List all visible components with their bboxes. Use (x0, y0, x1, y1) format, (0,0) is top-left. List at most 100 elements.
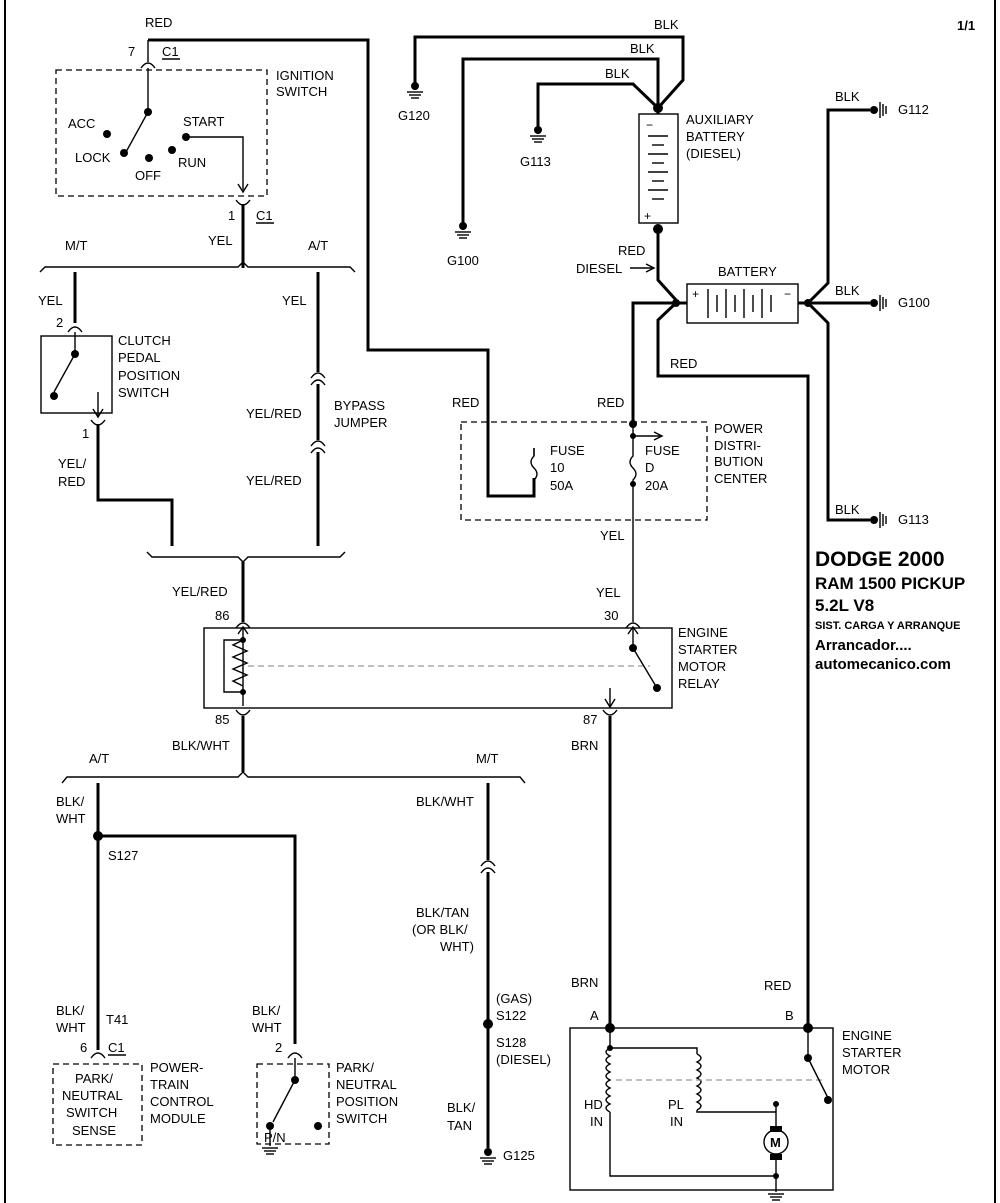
fuse10-label-2: 10 (550, 460, 564, 475)
clutch-label-1: CLUTCH (118, 333, 171, 348)
engine-starter-motor: BRN BRN RED A B HD IN PL IN M (569, 716, 901, 1201)
pin-6: 6 (80, 1040, 87, 1055)
ground-g113-top: G113 (520, 154, 551, 169)
pn-switch-label-3: POSITION (336, 1094, 398, 1109)
title-website: automecanico.com (815, 656, 951, 673)
title-system: SIST. CARGA Y ARRANQUE (815, 620, 960, 632)
bypass-jumper: YEL YEL/RED YEL/RED BYPASS JUMPER (246, 272, 387, 546)
wire-label-blkwht-a1: BLK/ (56, 794, 85, 809)
wire-label-yelred-relay: YEL/RED (172, 584, 228, 599)
aux-battery-grounds: BLK BLK BLK G120 G113 G100 (398, 17, 685, 268)
pin-86: 86 (215, 608, 229, 623)
wire-label-yel-30: YEL (596, 585, 621, 600)
pin-2-clutch: 2 (56, 315, 63, 330)
pn-switch-label-1: PARK/ (336, 1060, 374, 1075)
pcm-label-2: TRAIN (150, 1077, 189, 1092)
position-acc: ACC (68, 116, 95, 131)
wire-label-yelred-b2: YEL/RED (246, 473, 302, 488)
wire-label-blk3: BLK (605, 66, 630, 81)
ground-g125: G125 (503, 1148, 535, 1163)
pn-position-label: P/N (264, 1130, 286, 1145)
wire-label-yelred-c1: YEL/ (58, 456, 87, 471)
wire-label-blk-g113: BLK (835, 502, 860, 517)
neutral-safety-circuit: BLK/WHT A/T M/T BLK/ WHT S127 BLK/ WHT T… (52, 716, 551, 1165)
hd-label-2: IN (590, 1114, 603, 1129)
relay-label-1: ENGINE (678, 625, 728, 640)
battery-label: BATTERY (718, 264, 777, 279)
power-distribution-center: RED RED FUSE 10 50A FUSE D 20A POWER DIS… (452, 395, 767, 622)
connector-c1-pcm: C1 (108, 1040, 125, 1055)
pl-label-2: IN (670, 1114, 683, 1129)
pl-label-1: PL (668, 1097, 684, 1112)
aux-minus-sign: − (646, 118, 653, 132)
wire-label-blkwht-m: BLK/WHT (416, 794, 474, 809)
clutch-label-3: POSITION (118, 368, 180, 383)
pcm-label-1: POWER- (150, 1060, 203, 1075)
wire-label-red-diesel: RED (618, 243, 645, 258)
relay-label-4: RELAY (678, 676, 720, 691)
wire-label-red-fuse10: RED (452, 395, 479, 410)
wire-label-blkwht-pcm2: WHT (56, 1020, 86, 1035)
pn-sense-label-1: PARK/ (75, 1071, 113, 1086)
position-run: RUN (178, 155, 206, 170)
pn-sense-label-4: SENSE (72, 1123, 116, 1138)
ignition-switch-label-1: IGNITION (276, 68, 334, 83)
pin-87: 87 (583, 712, 597, 727)
relay-label-3: MOTOR (678, 659, 726, 674)
mt-at-branch-top: M/T A/T (39, 238, 356, 273)
wire-label-brn-87: BRN (571, 738, 598, 753)
position-off: OFF (135, 168, 161, 183)
aux-battery-label-2: BATTERY (686, 129, 745, 144)
wire-label-mt1: M/T (65, 238, 87, 253)
pin-1: 1 (228, 208, 235, 223)
title-make-year: DODGE 2000 (815, 548, 945, 571)
pn-switch-label-4: SWITCH (336, 1111, 387, 1126)
ground-g100-left: G100 (447, 253, 479, 268)
position-lock: LOCK (75, 150, 111, 165)
wire-label-blk2: BLK (630, 41, 655, 56)
motor-symbol: M (770, 1135, 781, 1150)
pcm-label-4: MODULE (150, 1111, 206, 1126)
wire-label-yel-clutch: YEL (38, 293, 63, 308)
wire-label-blktan2: (OR BLK/ (412, 922, 468, 937)
clutch-label-4: SWITCH (118, 385, 169, 400)
merge-bracket (146, 551, 346, 563)
wire-label-brn-a: BRN (571, 975, 598, 990)
pdc-label-4: CENTER (714, 471, 767, 486)
wire-label-blkwht-85: BLK/WHT (172, 738, 230, 753)
wire-label-blkwht-pn1: BLK/ (252, 1003, 281, 1018)
fuse10-label-3: 50A (550, 478, 573, 493)
terminal-t41: T41 (106, 1012, 128, 1027)
position-start: START (183, 114, 224, 129)
wire-label-yel-pdc: YEL (600, 528, 625, 543)
pin-85: 85 (215, 712, 229, 727)
starter-label-1: ENGINE (842, 1028, 892, 1043)
pcm-label-3: CONTROL (150, 1094, 214, 1109)
page-number: 1/1 (957, 18, 975, 33)
splice-s127: S127 (108, 848, 138, 863)
pn-sense-label-3: SWITCH (66, 1105, 117, 1120)
bypass-label-2: JUMPER (334, 415, 387, 430)
title-engine: 5.2L V8 (815, 596, 874, 615)
wire-label-yelred-b1: YEL/RED (246, 406, 302, 421)
relay-label-2: STARTER (678, 642, 737, 657)
pin-2-pn: 2 (275, 1040, 282, 1055)
wire-label-red-fused: RED (597, 395, 624, 410)
engine-starter-motor-relay: 86 85 30 87 ENGINE STARTER MOTOR RELAY (203, 608, 737, 727)
pin-7: 7 (128, 44, 135, 59)
terminal-b: B (785, 1008, 794, 1023)
ignition-switch-label-2: SWITCH (276, 84, 327, 99)
ground-g112: G112 (898, 102, 929, 117)
starter-label-3: MOTOR (842, 1062, 890, 1077)
wire-label-blkwht-pcm1: BLK/ (56, 1003, 85, 1018)
wire-label-blkwht-a2: WHT (56, 811, 86, 826)
splice-s128: S128 (496, 1035, 526, 1050)
pin-30: 30 (604, 608, 618, 623)
fused-label-3: 20A (645, 478, 668, 493)
title-model: RAM 1500 PICKUP (815, 574, 965, 593)
terminal-a: A (590, 1008, 599, 1023)
fused-label-1: FUSE (645, 443, 680, 458)
pn-switch-label-2: NEUTRAL (336, 1077, 397, 1092)
pin-1-clutch: 1 (82, 426, 89, 441)
